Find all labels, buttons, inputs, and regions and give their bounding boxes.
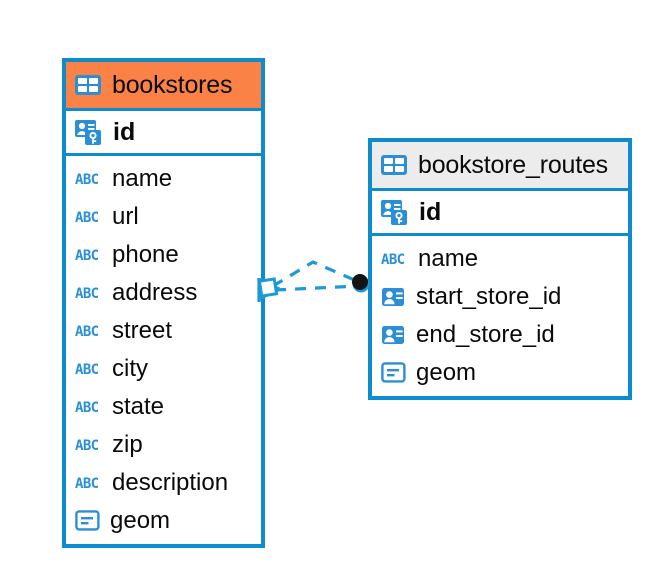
entity-bookstores[interactable]: bookstores id [62,58,265,548]
primary-key-label: id [113,117,136,146]
svg-text:ABC: ABC [75,172,99,188]
field-row-geom[interactable]: geom [372,354,628,392]
abc-text-icon: ABC [381,250,409,268]
abc-text-icon: ABC [75,208,103,226]
field-label: start_store_id [416,283,562,310]
entity-header-bookstore-routes[interactable]: bookstore_routes [372,142,628,188]
table-icon [380,153,408,177]
field-list-bookstores: ABC name ABC url ABC p [66,156,261,540]
svg-text:ABC: ABC [75,400,99,416]
field-label: url [112,203,139,230]
svg-text:ABC: ABC [381,252,405,268]
relationship-connector[interactable] [255,240,380,320]
primary-key-icon [380,197,410,227]
field-row-phone[interactable]: ABC phone [66,236,261,274]
field-row-end-store-id[interactable]: end_store_id [372,316,628,354]
abc-text-icon: ABC [75,246,103,264]
abc-text-icon: ABC [75,284,103,302]
field-list-bookstore-routes: ABC name start_store_id [372,236,628,392]
field-row-geom[interactable]: geom [66,502,261,540]
field-label: street [112,317,173,344]
field-row-start-store-id[interactable]: start_store_id [372,278,628,316]
svg-text:ABC: ABC [75,324,99,340]
geometry-icon [75,509,101,533]
abc-text-icon: ABC [75,170,103,188]
foreign-key-icon [381,323,407,347]
one-marker [352,274,370,293]
field-row-name[interactable]: ABC name [66,160,261,198]
primary-key-row-bookstores[interactable]: id [66,108,261,156]
geometry-icon [381,361,407,385]
field-label: city [112,355,148,382]
svg-text:ABC: ABC [75,248,99,264]
field-row-street[interactable]: ABC street [66,312,261,350]
svg-text:ABC: ABC [75,362,99,378]
entity-header-bookstores[interactable]: bookstores [66,62,261,108]
foreign-key-icon [381,285,407,309]
primary-key-icon [74,117,104,147]
field-label: geom [110,507,171,534]
field-label: state [112,393,165,420]
svg-text:ABC: ABC [75,286,99,302]
field-label: description [112,469,229,496]
table-icon [74,73,102,97]
svg-text:ABC: ABC [75,476,99,492]
field-label: phone [112,241,179,268]
relationship-line-upper [272,260,360,288]
field-label: end_store_id [416,321,555,348]
svg-text:ABC: ABC [75,210,99,226]
abc-text-icon: ABC [75,360,103,378]
field-row-name[interactable]: ABC name [372,240,628,278]
field-row-address[interactable]: ABC address [66,274,261,312]
entity-title: bookstore_routes [418,150,608,179]
field-label: address [112,279,198,306]
abc-text-icon: ABC [75,398,103,416]
field-row-url[interactable]: ABC url [66,198,261,236]
relationship-line-lower [274,284,360,292]
abc-text-icon: ABC [75,322,103,340]
field-row-city[interactable]: ABC city [66,350,261,388]
field-row-description[interactable]: ABC description [66,464,261,502]
field-label: name [112,165,173,192]
field-label: name [418,245,479,272]
field-label: zip [112,431,143,458]
entity-title: bookstores [112,70,233,99]
abc-text-icon: ABC [75,436,103,454]
primary-key-label: id [419,197,442,226]
primary-key-row-bookstore-routes[interactable]: id [372,188,628,236]
abc-text-icon: ABC [75,474,103,492]
field-row-state[interactable]: ABC state [66,388,261,426]
field-row-zip[interactable]: ABC zip [66,426,261,464]
field-label: geom [416,359,477,386]
svg-text:ABC: ABC [75,438,99,454]
entity-bookstore-routes[interactable]: bookstore_routes id [368,138,632,400]
